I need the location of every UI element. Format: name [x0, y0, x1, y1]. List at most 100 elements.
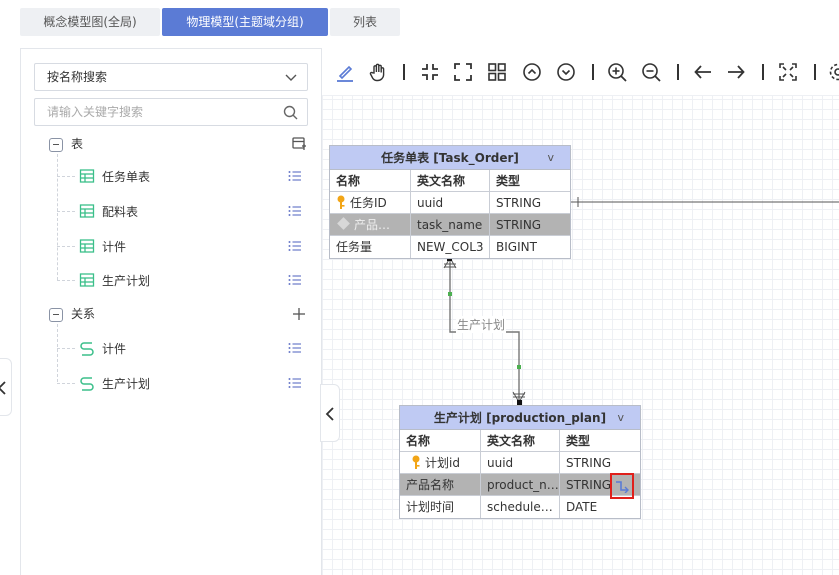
- column-header: 英文名称: [411, 170, 490, 192]
- toolbar-separator: [677, 64, 679, 80]
- chevron-down-icon[interactable]: v: [547, 151, 554, 164]
- crowfoot-marker: [443, 257, 457, 269]
- expand-icon[interactable]: [452, 61, 474, 83]
- column-header: 名称: [400, 430, 481, 452]
- field-en-name: uuid: [481, 452, 560, 474]
- tree-item-task-order[interactable]: 任务单表: [57, 165, 307, 187]
- crowfoot-marker: [512, 391, 526, 403]
- column-header: 名称: [330, 170, 411, 192]
- entity-field-row[interactable]: 计划时间 schedule… DATE: [400, 496, 640, 518]
- toolbar-separator: [814, 64, 816, 80]
- undo-icon[interactable]: [692, 61, 714, 83]
- tree-item-relation-piecework[interactable]: 计件: [57, 337, 307, 359]
- toolbar-separator: [762, 64, 764, 80]
- tab-concept-model[interactable]: 概念模型图(全局): [20, 8, 160, 36]
- fullscreen-icon[interactable]: [777, 61, 799, 83]
- search-icon[interactable]: [283, 105, 298, 120]
- zoom-out-icon[interactable]: [640, 61, 662, 83]
- list-menu-icon[interactable]: [288, 205, 302, 217]
- tree-group-label: 表: [71, 137, 84, 151]
- table-icon: [79, 239, 95, 253]
- search-mode-value: 按名称搜索: [47, 70, 108, 84]
- down-circle-icon[interactable]: [555, 61, 577, 83]
- field-name-cell: 产品…: [330, 214, 411, 236]
- field-name-cell: 计划id: [400, 452, 481, 474]
- add-icon[interactable]: [291, 306, 307, 322]
- field-name: 产品…: [354, 218, 391, 232]
- entity-field-row-selected[interactable]: 产品名称 product_n… STRING: [400, 474, 640, 496]
- entity-header[interactable]: 任务单表 [Task_Order] v: [330, 146, 570, 170]
- field-type: STRING: [496, 218, 542, 232]
- relation-link-handle[interactable]: [610, 473, 634, 499]
- chevron-left-icon: [325, 407, 334, 421]
- entity-column-header: 名称 英文名称 类型: [330, 170, 570, 192]
- collapse-icon[interactable]: [49, 307, 63, 322]
- list-menu-icon[interactable]: [288, 342, 302, 354]
- entity-column-header: 名称 英文名称 类型: [400, 430, 640, 452]
- column-header: 类型: [496, 174, 521, 188]
- field-en-name: NEW_COL3: [411, 236, 490, 258]
- model-tree-panel: 按名称搜索 表 任务单表 配料表 计件: [20, 48, 322, 575]
- tree-group-relations[interactable]: 关系: [49, 304, 319, 324]
- panel-collapse-toggle[interactable]: [320, 384, 340, 442]
- collapse-icon[interactable]: [49, 137, 63, 152]
- settings-icon[interactable]: [827, 61, 839, 83]
- field-en-name: uuid: [411, 192, 490, 214]
- list-menu-icon[interactable]: [288, 377, 302, 389]
- edge-handle[interactable]: [448, 292, 452, 296]
- tree-item-relation-production-plan[interactable]: 生产计划: [57, 372, 307, 394]
- tab-physical-model[interactable]: 物理模型(主题域分组): [162, 8, 328, 36]
- entity-task-order[interactable]: 任务单表 [Task_Order] v 名称 英文名称 类型 任务ID uuid…: [329, 145, 571, 259]
- entity-production-plan[interactable]: 生产计划 [production_plan] v 名称 英文名称 类型 计划id…: [399, 405, 641, 519]
- field-en-name: task_name: [411, 214, 490, 236]
- search-mode-select[interactable]: 按名称搜索: [34, 63, 308, 91]
- entity-field-row[interactable]: 任务量 NEW_COL3 BIGINT: [330, 236, 570, 258]
- chevron-down-icon[interactable]: v: [617, 411, 624, 424]
- add-table-icon[interactable]: [291, 136, 307, 152]
- tree-group-tables[interactable]: 表: [49, 134, 319, 154]
- field-name: 产品名称: [400, 474, 481, 496]
- tree-connector: [57, 246, 75, 247]
- list-menu-icon[interactable]: [288, 170, 302, 182]
- keyword-search-input[interactable]: [47, 99, 277, 125]
- relation-label[interactable]: 生产计划: [456, 316, 507, 333]
- toolbar-separator: [403, 64, 405, 80]
- field-en-name: schedule…: [481, 496, 560, 518]
- hand-icon[interactable]: [367, 61, 389, 83]
- diamond-icon: [337, 217, 350, 230]
- redo-icon[interactable]: [725, 61, 747, 83]
- grid-icon[interactable]: [486, 61, 508, 83]
- keyword-search-box: [34, 98, 308, 126]
- entity-field-row[interactable]: 计划id uuid STRING: [400, 452, 640, 474]
- edge-handle[interactable]: [517, 400, 522, 405]
- tree-item-label: 生产计划: [102, 377, 151, 391]
- tree-item-label: 任务单表: [102, 170, 151, 184]
- tree-connector: [57, 383, 75, 384]
- field-type: STRING: [496, 196, 542, 210]
- tree-item-piecework[interactable]: 计件: [57, 235, 307, 257]
- entity-field-row-selected[interactable]: 产品… task_name STRING: [330, 214, 570, 236]
- outer-collapse-toggle[interactable]: [0, 358, 12, 416]
- list-menu-icon[interactable]: [288, 240, 302, 252]
- entity-field-row[interactable]: 任务ID uuid STRING: [330, 192, 570, 214]
- tree-item-ingredient[interactable]: 配料表: [57, 200, 307, 222]
- edge-handle[interactable]: [517, 365, 521, 369]
- tree-item-label: 配料表: [102, 205, 139, 219]
- zoom-in-icon[interactable]: [606, 61, 628, 83]
- key-icon: [412, 455, 420, 469]
- field-type: STRING: [566, 478, 612, 492]
- up-circle-icon[interactable]: [521, 61, 543, 83]
- tree-connector: [57, 176, 75, 177]
- field-en-name: product_n…: [481, 474, 560, 496]
- toolbar-separator: [592, 64, 594, 80]
- tree-item-label: 计件: [102, 342, 127, 356]
- tree-item-production-plan[interactable]: 生产计划: [57, 269, 307, 291]
- brush-icon[interactable]: [334, 61, 356, 83]
- entity-header[interactable]: 生产计划 [production_plan] v: [400, 406, 640, 430]
- tab-list[interactable]: 列表: [330, 8, 400, 36]
- field-name: 计划时间: [400, 496, 481, 518]
- list-menu-icon[interactable]: [288, 274, 302, 286]
- column-header: 类型: [566, 434, 591, 448]
- collapse-icon[interactable]: [419, 61, 441, 83]
